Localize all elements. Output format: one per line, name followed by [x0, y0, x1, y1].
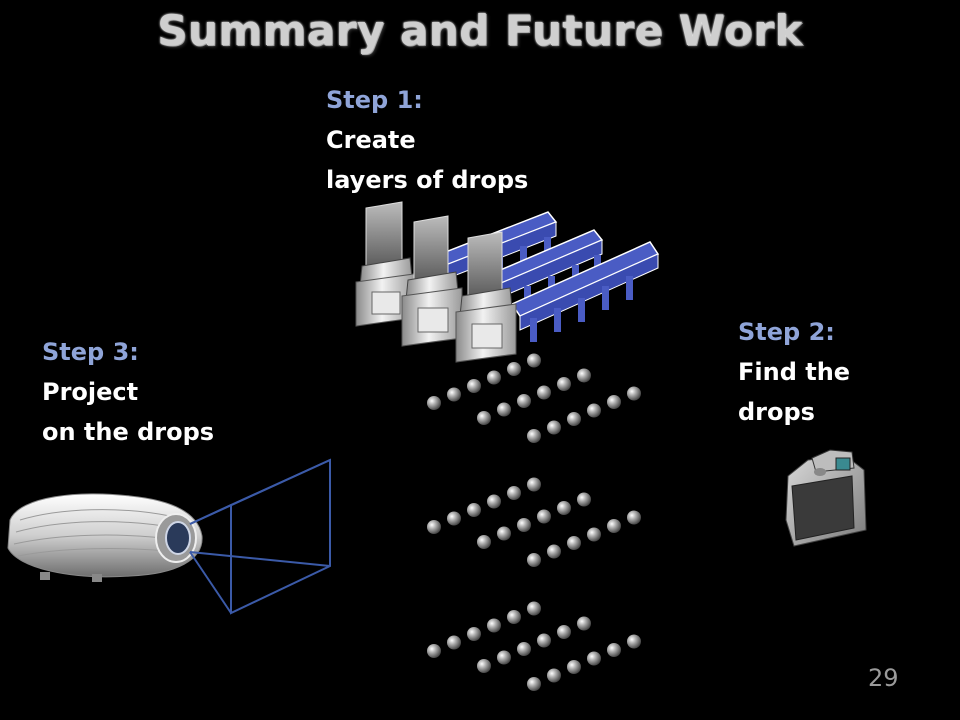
water-drop-icon: [567, 536, 581, 550]
water-drop-icon: [577, 492, 591, 507]
step-2-line-2: drops: [738, 398, 815, 426]
emitter-bar-3: [510, 241, 660, 342]
valve-icon: [455, 231, 517, 363]
water-drop-icon: [517, 642, 531, 656]
water-drop-icon: [527, 553, 541, 567]
water-drop-icon: [447, 387, 461, 402]
water-drop-icon: [527, 601, 541, 616]
step-2-heading: Step 2:: [738, 318, 835, 346]
water-drop-icon: [477, 659, 491, 673]
water-drop-icon: [627, 510, 641, 525]
water-drop-icon: [427, 396, 441, 410]
water-drop-icon: [547, 544, 561, 559]
water-drop-icon: [507, 362, 521, 376]
water-drop-icon: [527, 429, 541, 443]
step-3-heading: Step 3:: [42, 338, 139, 366]
water-drop-icon: [587, 651, 601, 666]
water-drop-icon: [447, 511, 461, 526]
water-drops: [427, 353, 641, 691]
water-drop-icon: [487, 618, 501, 633]
projection-frustum: [189, 458, 331, 615]
step-2-line-1: Find the: [738, 358, 851, 386]
water-drop-icon: [497, 526, 511, 541]
water-drop-icon: [477, 411, 491, 425]
water-drop-icon: [527, 677, 541, 691]
page-number: 29: [868, 664, 899, 692]
water-drop-icon: [607, 519, 621, 533]
water-drop-icon: [467, 627, 481, 641]
water-drop-icon: [447, 635, 461, 650]
slide-title: Summary and Future Work: [157, 6, 803, 55]
step-1-heading: Step 1:: [326, 86, 423, 114]
water-drop-icon: [577, 616, 591, 631]
water-drop-icon: [557, 625, 571, 639]
water-drop-icon: [507, 610, 521, 624]
water-drop-icon: [577, 368, 591, 383]
water-drop-icon: [607, 643, 621, 657]
valve-icon: [401, 215, 463, 347]
water-drop-icon: [567, 660, 581, 674]
valve-icon: [355, 201, 415, 327]
projector-icon: [7, 493, 203, 582]
water-drop-icon: [467, 503, 481, 517]
water-drop-icon: [557, 501, 571, 515]
water-drop-icon: [557, 377, 571, 391]
water-drop-icon: [627, 386, 641, 401]
water-drop-icon: [467, 379, 481, 393]
step-3-line-2: on the drops: [42, 418, 215, 446]
water-drop-icon: [497, 650, 511, 665]
water-drop-icon: [547, 668, 561, 683]
water-drop-icon: [587, 403, 601, 418]
water-drop-icon: [427, 644, 441, 658]
water-drop-icon: [537, 633, 551, 648]
water-drop-icon: [497, 402, 511, 417]
water-drop-icon: [527, 353, 541, 368]
water-drop-icon: [487, 494, 501, 509]
water-drop-icon: [527, 477, 541, 492]
step-1-line-1: Create: [326, 126, 416, 154]
step-3-line-1: Project: [42, 378, 139, 406]
water-drop-icon: [607, 395, 621, 409]
water-drop-icon: [627, 634, 641, 649]
step-1-line-2: layers of drops: [326, 166, 529, 194]
water-drop-icon: [567, 412, 581, 426]
camera-icon: [785, 449, 867, 547]
water-drop-icon: [427, 520, 441, 534]
water-drop-icon: [517, 394, 531, 408]
step-3-text: Step 3: Project on the drops: [42, 332, 214, 452]
drop-emitter-icon: [355, 201, 660, 363]
water-drop-icon: [487, 370, 501, 385]
water-drop-icon: [477, 535, 491, 549]
step-2-text: Step 2: Find the drops: [738, 312, 850, 432]
water-drop-icon: [587, 527, 601, 542]
water-drop-icon: [507, 486, 521, 500]
step-1-text: Step 1: Create layers of drops: [326, 80, 528, 200]
water-drop-icon: [537, 509, 551, 524]
water-drop-icon: [537, 385, 551, 400]
water-drop-icon: [547, 420, 561, 435]
water-drop-icon: [517, 518, 531, 532]
